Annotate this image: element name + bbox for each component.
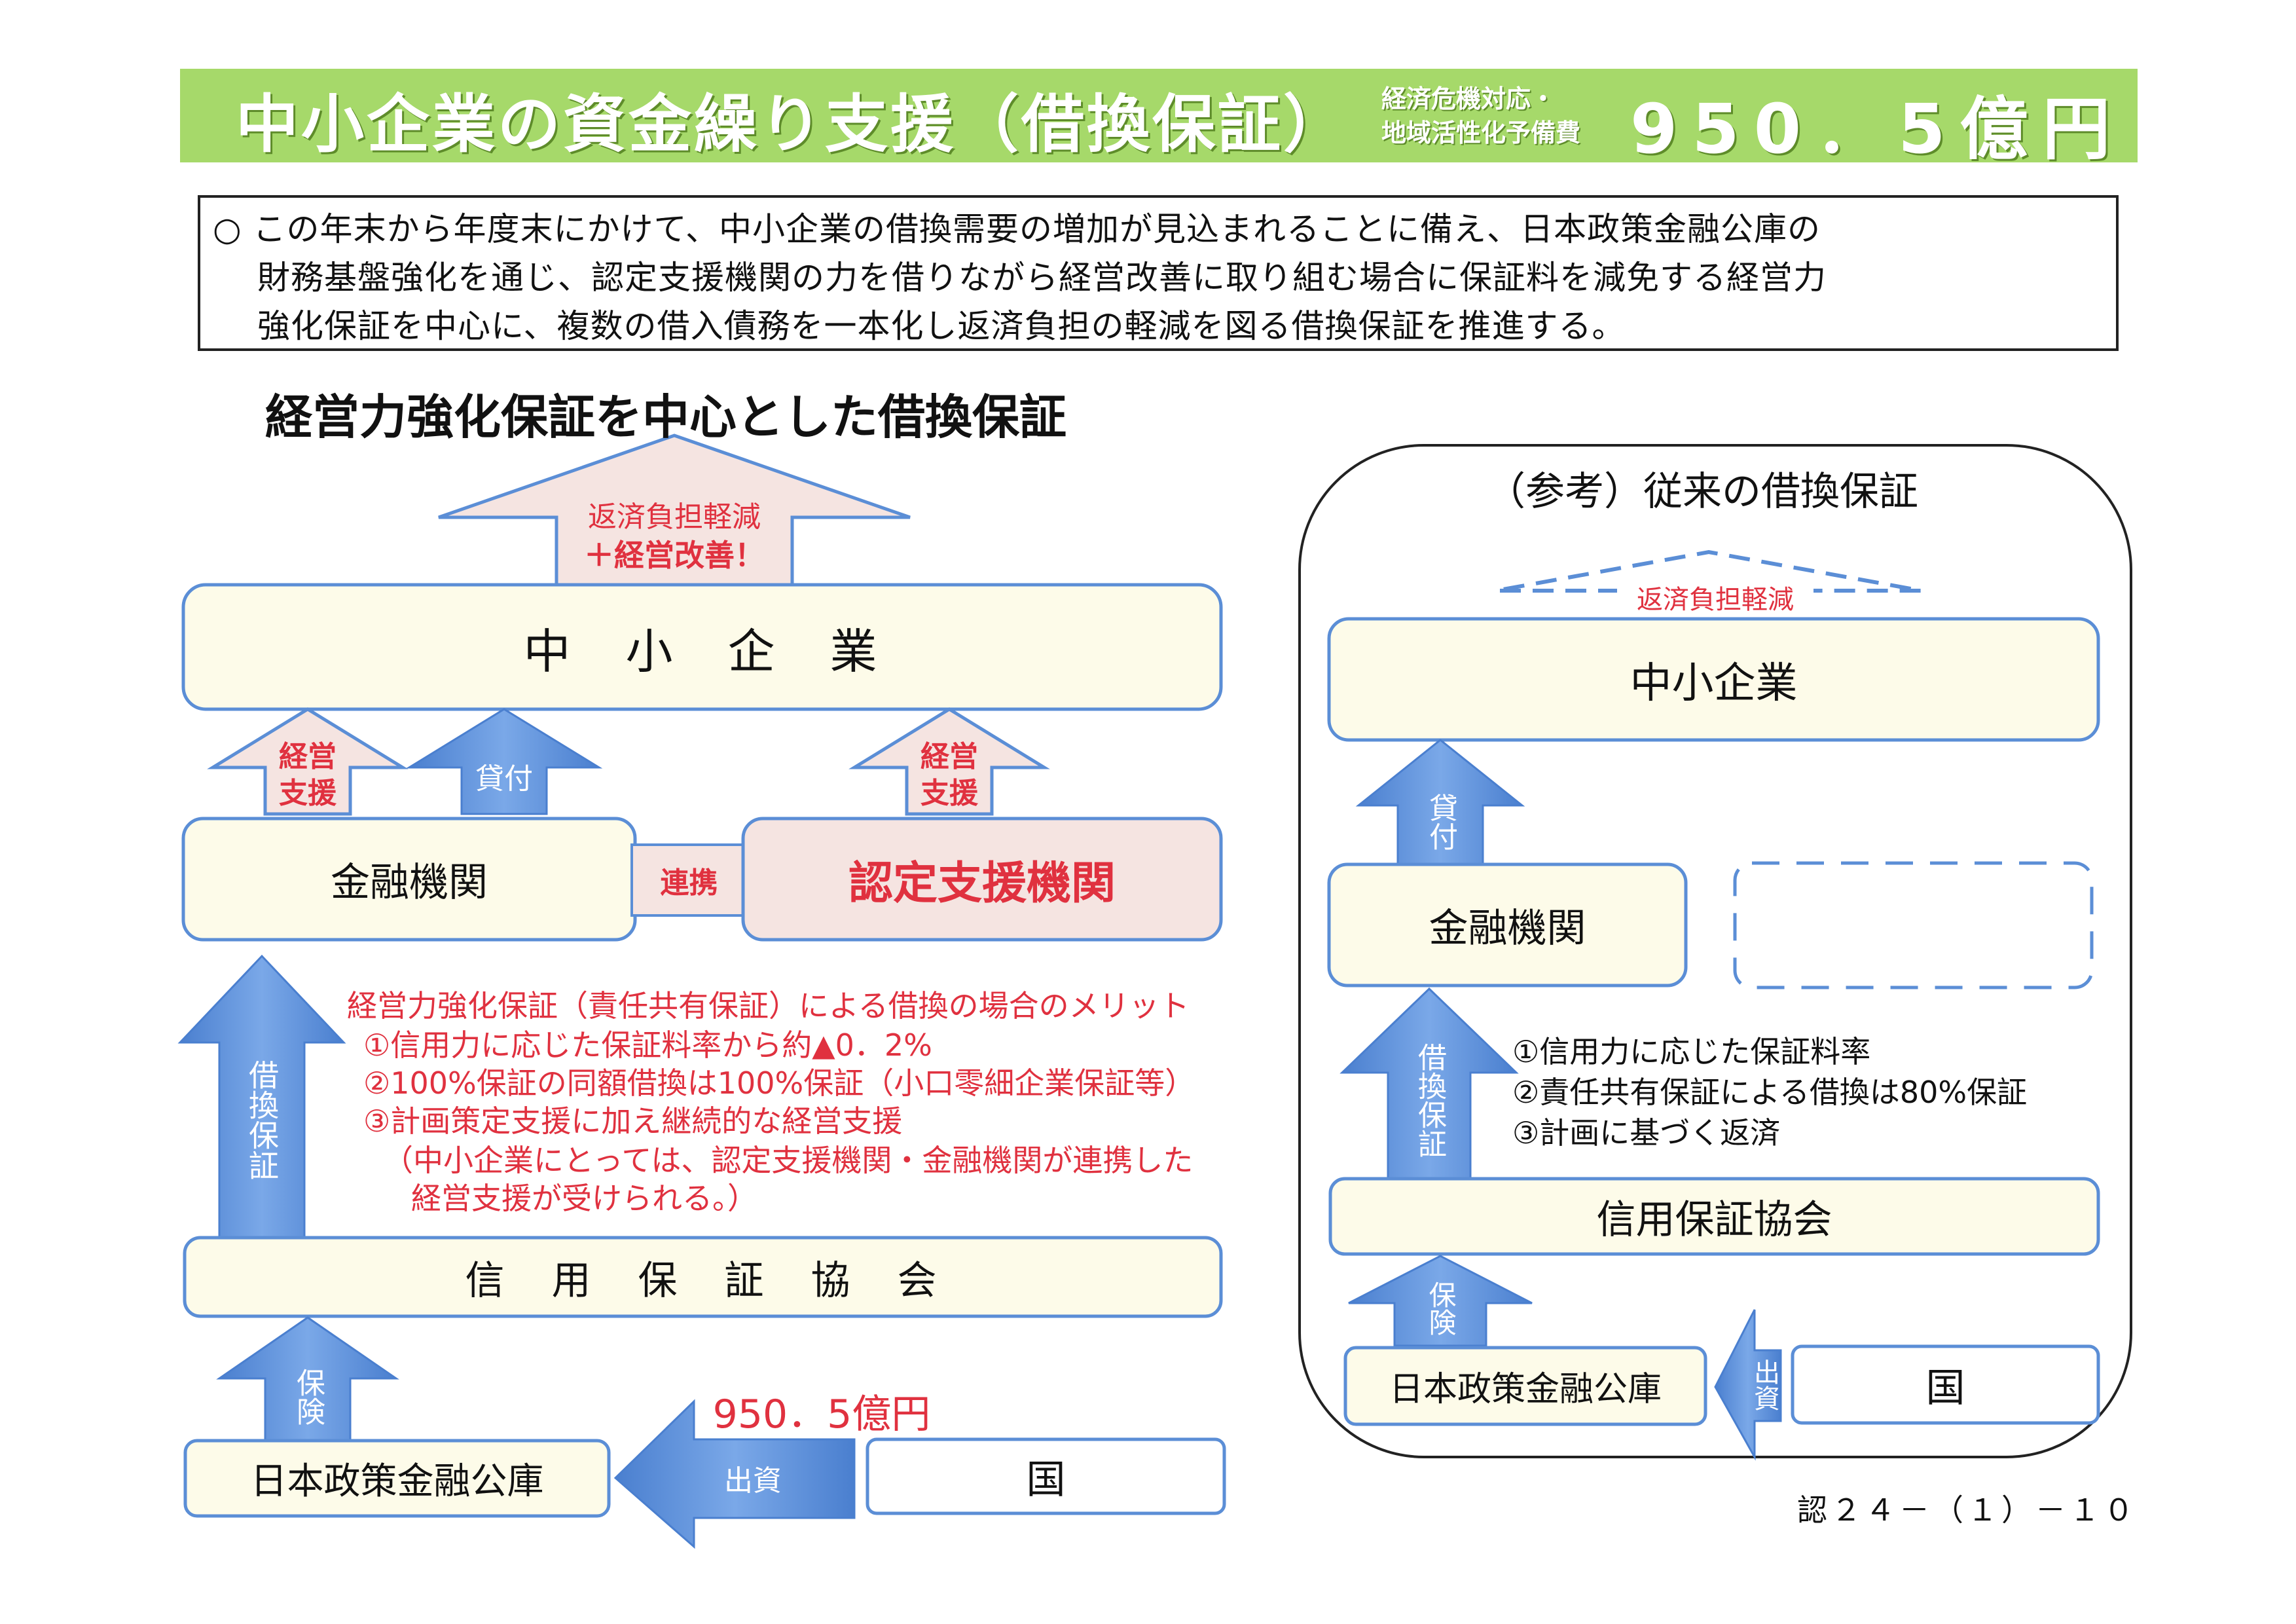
credit-guarantee-label: 信 用 保 証 協 会: [465, 1257, 941, 1304]
reference-country-label: 国: [1925, 1365, 1965, 1411]
insurance-arrow: [216, 1316, 399, 1442]
jfc-box: [183, 1439, 611, 1518]
reference-country-box: [1791, 1344, 2100, 1425]
reference-item-3: ③計画に基づく返済: [1512, 1115, 1781, 1151]
reference-financial-institution-box: [1327, 862, 1688, 987]
refinance-guarantee-label: 借換保証: [244, 1060, 280, 1180]
reference-credit-guarantee-box: [1328, 1177, 2100, 1256]
budget-amount: 950．5億円: [1630, 89, 2125, 169]
reference-refinance-label: 借換保証: [1413, 1043, 1446, 1158]
loan-label: 貸付: [475, 762, 533, 796]
reference-investment-arrow: [1714, 1309, 1782, 1461]
reference-financial-institution-label: 金融機関: [1429, 906, 1586, 951]
reference-insurance-arrow: [1348, 1255, 1533, 1347]
merit-item-1: ①信用力に応じた保証料率から約▲0．2%: [363, 1027, 932, 1063]
reference-heading: （参考）従来の借換保証: [1486, 468, 1918, 515]
merit-note-line2: 経営支援が受けられる。）: [411, 1181, 757, 1216]
reference-credit-guarantee-label: 信用保証協会: [1596, 1197, 1832, 1243]
investment-arrow: [613, 1399, 856, 1549]
reference-jfc-box: [1343, 1346, 1707, 1426]
certified-support-label: 認定支援機関: [848, 858, 1116, 910]
reference-frame: [1298, 444, 2132, 1458]
merit-item-3: ③計画策定支援に加え継続的な経営支援: [363, 1103, 903, 1139]
reference-sme-box: [1327, 617, 2100, 742]
certified-support-box: [741, 817, 1223, 942]
main-heading: 経営力強化保証を中心とした借換保証: [265, 390, 1067, 445]
summary-line-2: 財務基盤強化を通じ、認定支援機関の力を借りながら経営改善に取り組む場合に保証料を…: [257, 259, 1827, 297]
cooperation-label: 連携: [660, 866, 718, 900]
top-arrow-line1: 返済負担軽減: [588, 500, 761, 534]
sme-label: 中 小 企 業: [523, 623, 881, 679]
top-arrow-line2: ＋経営改善！: [584, 538, 765, 573]
investment-label: 出資: [724, 1464, 782, 1498]
reference-top-arrow-label: 返済負担軽減: [1617, 578, 1813, 617]
budget-source-line1: 経済危機対応・: [1381, 84, 1556, 113]
page-code: 認２４－（１）－１０: [1797, 1492, 2138, 1528]
reference-loan-arrow: [1355, 739, 1525, 866]
budget-source: 経済危機対応・ 地域活性化予備費: [1381, 82, 1580, 150]
merit-note-line1: （中小企業にとっては、認定支援機関・金融機関が連携した: [383, 1143, 1194, 1178]
reference-jfc-label: 日本政策金融公庫: [1389, 1370, 1662, 1409]
reference-item-1: ①信用力に応じた保証料率: [1512, 1034, 1871, 1069]
reference-investment-label: 出資: [1749, 1359, 1779, 1411]
reference-empty-dashed-box: [1733, 861, 2094, 989]
sme-box: [181, 583, 1223, 711]
page-title: 中小企業の資金繰り支援（借換保証）: [236, 88, 1349, 161]
country-box: [866, 1437, 1226, 1515]
merit-title: 経営力強化保証（責任共有保証）による借換の場合のメリット: [347, 988, 1190, 1024]
reference-sme-label: 中小企業: [1630, 659, 1798, 708]
summary-box: [198, 195, 2119, 351]
reference-refinance-arrow: [1339, 987, 1519, 1180]
country-label: 国: [1026, 1457, 1066, 1503]
title-banner: [180, 69, 2138, 162]
loan-arrow: [405, 708, 603, 815]
reference-item-2: ②責任共有保証による借換は80%保証: [1512, 1075, 2028, 1110]
credit-guarantee-box: [183, 1236, 1223, 1318]
mgmt-support-arrow-left: [207, 707, 409, 816]
top-outcome-arrow: [438, 434, 911, 588]
financial-institution-label: 金融機関: [331, 860, 488, 906]
investment-amount: 950．5億円: [712, 1391, 931, 1437]
jfc-label: 日本政策金融公庫: [250, 1460, 544, 1503]
mgmt-support-arrow-right: [848, 707, 1050, 816]
insurance-label: 保険: [291, 1367, 325, 1426]
summary-line-1: ○ この年末から年度末にかけて、中小企業の借換需要の増加が見込まれることに備え、…: [213, 210, 1821, 248]
merit-item-2: ②100%保証の同額借換は100%保証（小口零細企業保証等）: [363, 1065, 1195, 1101]
budget-source-line2: 地域活性化予備費: [1381, 119, 1581, 147]
refinance-guarantee-arrow: [177, 954, 346, 1239]
summary-line-3: 強化保証を中心に、複数の借入債務を一本化し返済負担の軽減を図る借換保証を推進する…: [257, 307, 1626, 345]
reference-loan-label: 貸付: [1424, 793, 1457, 851]
mgmt-support-label-right: 経営 支援: [920, 740, 978, 810]
mgmt-support-label-left: 経営 支援: [279, 740, 337, 810]
reference-insurance-label: 保険: [1425, 1280, 1457, 1336]
cooperation-connector: [630, 843, 748, 917]
